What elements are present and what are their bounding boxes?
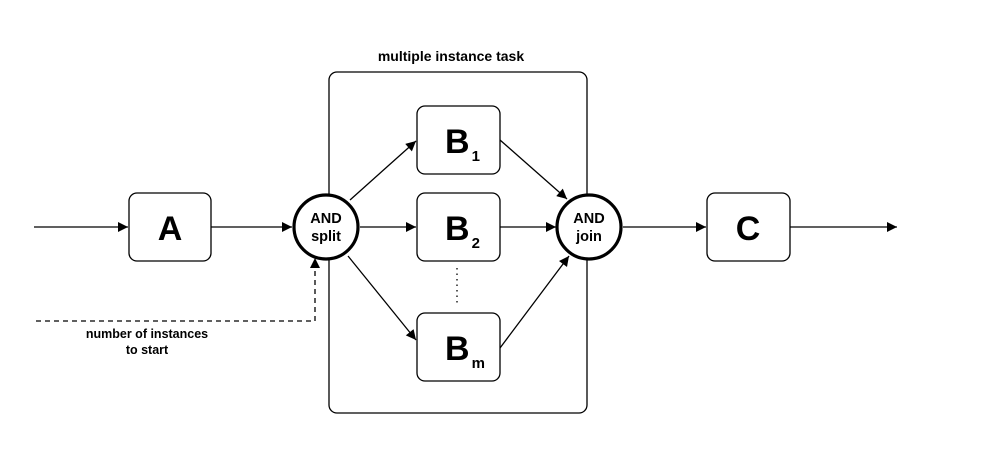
- svg-text:B2: B2: [445, 210, 480, 252]
- container-title: multiple instance task: [378, 48, 524, 64]
- edge-split-to-b1: [349, 140, 417, 201]
- task-bm-label: B: [445, 330, 470, 368]
- split-gate-line1: AND: [310, 211, 341, 227]
- instances-note-line2: to start: [126, 343, 169, 357]
- join-gate-line2: join: [575, 229, 602, 245]
- edge-b1-to-join: [499, 139, 568, 200]
- and-split-gate: AND split: [292, 193, 360, 261]
- join-gate-line1: AND: [573, 211, 604, 227]
- task-b1-index: 1: [472, 148, 480, 165]
- task-a: A: [128, 192, 212, 262]
- edge-bm-to-join: [499, 255, 570, 349]
- split-gate-line2: split: [311, 229, 341, 245]
- instances-input-edge: [36, 258, 320, 322]
- task-b1-label: B: [445, 123, 470, 161]
- task-c-label: C: [736, 210, 761, 248]
- task-c: C: [706, 192, 791, 262]
- instances-note-line1: number of instances: [86, 327, 208, 341]
- task-b2-label: B: [445, 210, 470, 248]
- task-a-label: A: [158, 210, 183, 248]
- and-join-gate: AND join: [555, 193, 623, 261]
- task-bm-index: m: [472, 355, 485, 372]
- task-b2-index: 2: [472, 235, 480, 252]
- svg-text:B1: B1: [445, 123, 480, 165]
- svg-text:Bm: Bm: [445, 330, 485, 372]
- edge-split-to-bm: [347, 255, 417, 341]
